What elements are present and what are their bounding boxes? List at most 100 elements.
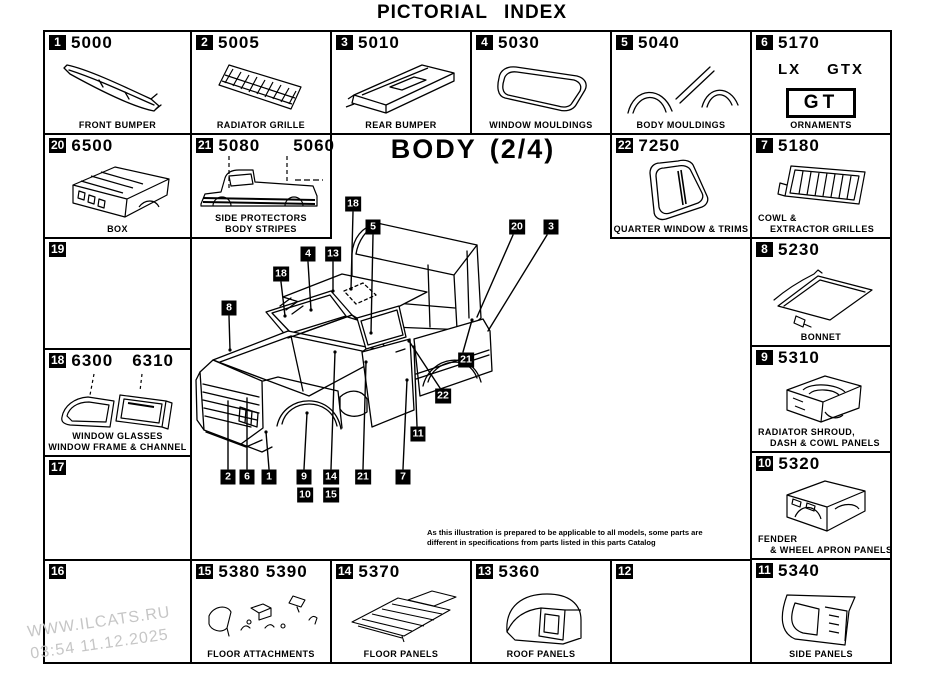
- cell-16-empty[interactable]: 16: [43, 559, 192, 664]
- callout-badge-6[interactable]: 6: [239, 469, 255, 485]
- callout-badge-4[interactable]: 4: [300, 246, 316, 262]
- callout-badge-14[interactable]: 14: [323, 469, 339, 485]
- cell-header: 12: [612, 561, 750, 579]
- cell-side-protectors[interactable]: 21 5080 5060 SIDE PROTECTORS BODY STRIPE…: [190, 133, 334, 239]
- callout-badge-13[interactable]: 13: [325, 246, 341, 262]
- floor-attachments-drawing: [192, 581, 330, 649]
- part-label: WINDOW GLASSES: [72, 430, 163, 441]
- cell-header: 3 5010: [332, 32, 470, 51]
- cell-floor-panels[interactable]: 14 5370 FLOOR PANELS: [330, 559, 472, 664]
- quarter-window-icon: [649, 159, 709, 220]
- callout-badge-5[interactable]: 5: [365, 219, 381, 235]
- cell-number-badge: 20: [49, 138, 67, 153]
- part-code: 5030: [498, 33, 540, 52]
- cell-number-badge: 21: [196, 138, 214, 153]
- cell-number-badge: 17: [49, 460, 67, 475]
- cell-rear-bumper[interactable]: 3 5010 REAR BUMPER: [330, 30, 472, 135]
- cell-number-badge: 7: [756, 138, 773, 153]
- cell-radiator-shroud[interactable]: 9 5310 RADIATOR SHROUD, DASH & COWL PANE…: [750, 345, 892, 453]
- cell-side-panels[interactable]: 11 5340 SIDE PANELS: [750, 558, 892, 664]
- window-glasses-drawing: [45, 370, 190, 433]
- cell-header: 19: [45, 239, 190, 257]
- cell-cowl-extractor-grilles[interactable]: 7 5180 COWL & EXTRACTOR GRILLES: [750, 133, 892, 239]
- part-label: ORNAMENTS: [790, 119, 852, 130]
- cell-header: 22 7250: [612, 135, 750, 154]
- cell-bonnet[interactable]: 8 5230 BONNET: [750, 237, 892, 347]
- cell-ornaments[interactable]: 6 5170 LX GTX GT ORNAMENTS: [750, 30, 892, 135]
- cell-number-badge: 2: [196, 35, 213, 50]
- callout-badge-21[interactable]: 21: [458, 352, 474, 368]
- part-label: RADIATOR GRILLE: [216, 119, 306, 130]
- cell-fender-apron[interactable]: 10 5320 FENDER & WHEEL APRON PANELS: [750, 451, 892, 560]
- callout-badge-1[interactable]: 1: [261, 469, 277, 485]
- callout-badge-22[interactable]: 22: [435, 388, 451, 404]
- part-label: BOX: [107, 223, 128, 234]
- callout-badge-18[interactable]: 18: [345, 196, 361, 212]
- part-label: RADIATOR SHROUD,: [758, 426, 856, 437]
- lx-ornament: LX: [777, 61, 802, 78]
- callout-badge-20[interactable]: 20: [509, 219, 525, 235]
- cell-body-mouldings[interactable]: 5 5040 BODY MOULDINGS: [610, 30, 752, 135]
- part-label: WINDOW MOULDINGS: [489, 119, 593, 130]
- box-drawing: [45, 155, 190, 224]
- cell-roof-panels[interactable]: 13 5360 ROOF PANELS: [470, 559, 612, 664]
- callout-badge-8[interactable]: 8: [221, 300, 237, 316]
- callout-badge-7[interactable]: 7: [395, 469, 411, 485]
- cell-number-badge: 4: [476, 35, 493, 50]
- floor-panels-drawing: [332, 581, 470, 649]
- cell-front-bumper[interactable]: 1 5000 FRONT BUMPER: [43, 30, 192, 135]
- cell-number-badge: 14: [336, 564, 354, 579]
- front-bumper-icon: [62, 64, 162, 112]
- part-code: 5080: [218, 136, 261, 155]
- cell-17-empty[interactable]: 17: [43, 455, 192, 561]
- front-bumper-drawing: [45, 52, 190, 120]
- cell-header: 1 5000: [45, 32, 190, 51]
- cell-number-badge: 16: [49, 564, 67, 579]
- callout-badge-11[interactable]: 11: [410, 426, 426, 442]
- cell-header: 7 5180: [752, 135, 890, 154]
- cell-header: 5 5040: [612, 32, 750, 51]
- cell-box[interactable]: 20 6500 BOX: [43, 133, 192, 239]
- part-code-2: 6310: [132, 351, 175, 370]
- cell-number-badge: 1: [49, 35, 66, 50]
- rear-bumper-icon: [345, 64, 455, 114]
- part-code: 5360: [498, 562, 541, 581]
- rear-bumper-drawing: [332, 52, 470, 120]
- cell-number-badge: 11: [756, 563, 773, 578]
- cell-19-empty[interactable]: 19: [43, 237, 192, 350]
- callout-badge-15[interactable]: 15: [323, 487, 339, 503]
- cell-floor-attachments[interactable]: 15 5380 5390 FLOOR ATTACHMENTS: [190, 559, 332, 664]
- part-code: 5010: [358, 33, 400, 52]
- body-mouldings-icon: [627, 66, 739, 114]
- bonnet-icon: [773, 268, 873, 328]
- cell-radiator-grille[interactable]: 2 5005 RADIATOR GRILLE: [190, 30, 332, 135]
- cell-quarter-window[interactable]: 22 7250 QUARTER WINDOW & TRIMS: [610, 133, 752, 239]
- part-code: 5370: [358, 562, 401, 581]
- cell-window-mouldings[interactable]: 4 5030 WINDOW MOULDINGS: [470, 30, 612, 135]
- part-label: COWL &: [758, 212, 797, 223]
- cowl-grilles-icon: [777, 165, 866, 205]
- cell-number-badge: 9: [756, 350, 773, 365]
- box-icon: [71, 165, 170, 218]
- roof-panels-icon: [506, 593, 582, 645]
- cell-12-empty[interactable]: 12: [610, 559, 752, 664]
- callout-badge-18b[interactable]: 18: [273, 266, 289, 282]
- side-panels-drawing: [752, 580, 890, 649]
- part-label: QUARTER WINDOW & TRIMS: [613, 223, 749, 234]
- window-glasses-icon: [60, 373, 173, 430]
- cell-number-badge: 12: [616, 564, 634, 579]
- part-code: 5000: [71, 33, 113, 52]
- callout-badge-2[interactable]: 2: [220, 469, 236, 485]
- cell-header: 2 5005: [192, 32, 330, 51]
- cell-window-glasses[interactable]: 18 6300 6310 WINDOW GLASSES WINDOW FRAME…: [43, 348, 192, 457]
- callout-badge-21b[interactable]: 21: [355, 469, 371, 485]
- callout-badge-3[interactable]: 3: [543, 219, 559, 235]
- part-code: 5380 5390: [218, 562, 308, 581]
- part-code: 5320: [778, 454, 821, 473]
- part-label: BONNET: [800, 331, 842, 342]
- callout-badge-10[interactable]: 10: [297, 487, 313, 503]
- part-code: 5310: [778, 348, 820, 367]
- cowl-grilles-drawing: [752, 155, 890, 215]
- callout-badge-9[interactable]: 9: [296, 469, 312, 485]
- floor-panels-icon: [351, 590, 457, 643]
